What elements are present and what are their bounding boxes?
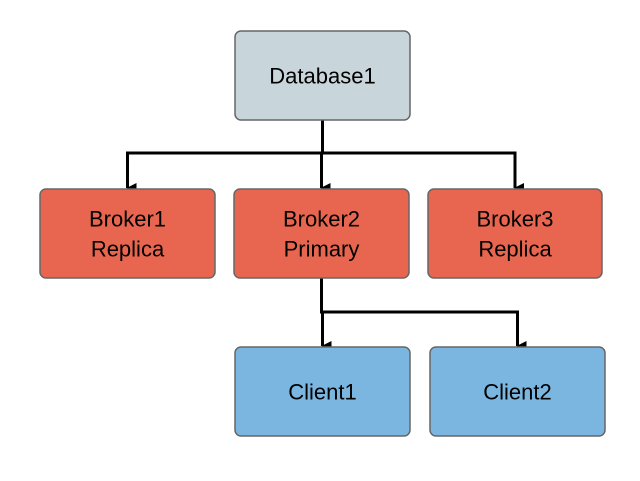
node-broker2-label-line-2: Primary	[284, 237, 360, 262]
node-broker3-label-line-2: Replica	[478, 237, 552, 262]
node-database1-box	[234, 30, 411, 121]
nodes: Database1Broker1ReplicaBroker2PrimaryBro…	[39, 30, 606, 437]
node-client2-label-line-1: Client2	[483, 380, 551, 405]
edge-database1-to-broker3	[321, 120, 524, 193]
node-broker2-box	[233, 188, 410, 279]
node-database1-label-line-1: Database1	[269, 64, 375, 89]
node-broker2-label-line-1: Broker2	[283, 207, 360, 232]
node-broker1-label-line-1: Broker1	[89, 207, 166, 232]
edge-database1-to-broker1	[126, 120, 324, 193]
node-client1-box	[234, 346, 411, 437]
node-database1: Database1	[234, 30, 411, 121]
edges	[126, 120, 527, 351]
node-client2-box	[429, 346, 606, 437]
node-broker1-label-line-2: Replica	[91, 237, 165, 262]
node-client1: Client1	[234, 346, 411, 437]
node-client2: Client2	[429, 346, 606, 437]
node-broker3-box	[427, 188, 603, 279]
node-broker1-box	[39, 188, 216, 279]
node-broker3-label-line-1: Broker3	[476, 207, 553, 232]
edge-broker2-to-client2	[320, 278, 527, 351]
node-client1-label-line-1: Client1	[288, 380, 356, 405]
